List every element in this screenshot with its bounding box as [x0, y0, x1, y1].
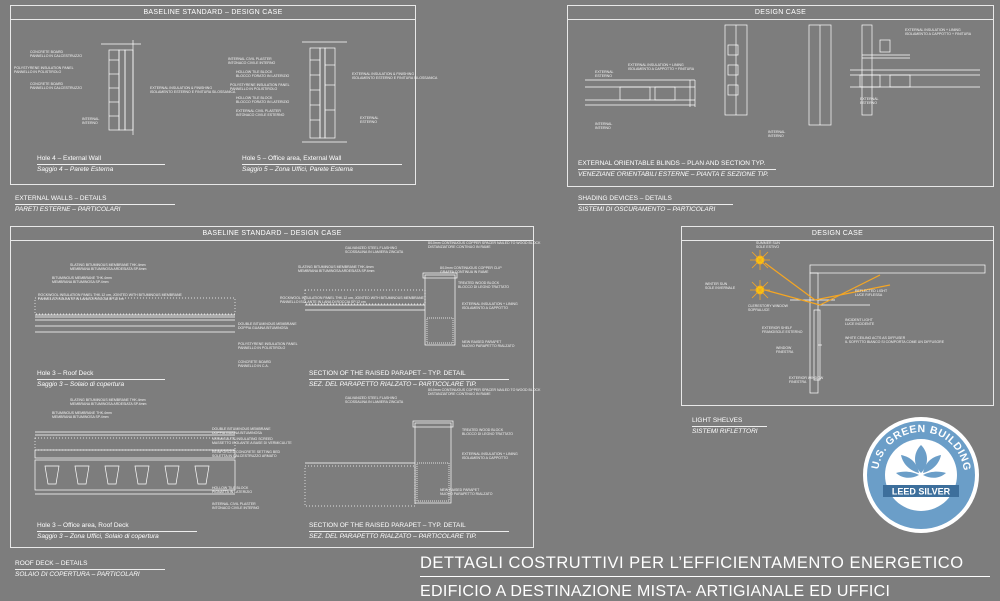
roof-note-3: ROCKWOOL INSULATION PANEL THK.12 cm, JOI…	[38, 293, 182, 301]
roof-detail-drawing	[34, 297, 236, 333]
title-block: DETTAGLI COSTRUTTIVI PER L’EFFICIENTAMEN…	[420, 554, 990, 601]
light-panel: DESIGN CASE	[681, 226, 994, 406]
parapet-note-2: 8/10mm CONTINUOUS COPPER SPACER NAILED T…	[428, 241, 541, 249]
title-line-2: EDIFICIO A DESTINAZIONE MISTA- ARTIGIANA…	[420, 583, 891, 600]
caption-parapet-2: SECTION OF THE RAISED PARAPET – TYP. DET…	[309, 522, 509, 541]
office-roof-detail-drawing	[34, 431, 236, 495]
caption-parapet-1: SECTION OF THE RAISED PARAPET – TYP. DET…	[309, 370, 509, 389]
shading-panel-title: DESIGN CASE	[568, 6, 993, 20]
badge-org: USGBC	[907, 501, 936, 510]
shading-detail-drawing	[585, 24, 980, 126]
walls-panel: BASELINE STANDARD – DESIGN CASE	[10, 5, 416, 185]
roof-panel: BASELINE STANDARD – DESIGN CASE	[10, 226, 534, 548]
walls-panel-title: BASELINE STANDARD – DESIGN CASE	[11, 6, 415, 20]
light-panel-title: DESIGN CASE	[682, 227, 993, 241]
title-line-1: DETTAGLI COSTRUTTIVI PER L’EFFICIENTAMEN…	[420, 554, 964, 572]
parapet-detail-2-drawing	[304, 420, 454, 507]
light-shelf-drawing	[750, 250, 986, 394]
leed-silver-badge: U.S. GREEN BUILDING COUNCIL LEED SILVER …	[857, 406, 979, 533]
shading-panel: DESIGN CASE	[567, 5, 994, 187]
wall-detail-hole5-drawing	[302, 41, 347, 143]
caption-blinds: EXTERNAL ORIENTABLE BLINDS – PLAN AND SE…	[578, 160, 776, 179]
parapet-note-8: ROCKWOOL INSULATION PANEL THK.12 cm, JOI…	[280, 296, 424, 304]
wall-detail-hole4-drawing	[101, 40, 141, 135]
parapet2-note-2: 8/10mm CONTINUOUS COPPER SPACER NAILED T…	[428, 388, 541, 396]
parapet-detail-1-drawing	[304, 272, 458, 346]
roof-panel-title: BASELINE STANDARD – DESIGN CASE	[11, 227, 533, 241]
title-divider	[420, 576, 990, 577]
badge-level: LEED SILVER	[892, 487, 951, 497]
